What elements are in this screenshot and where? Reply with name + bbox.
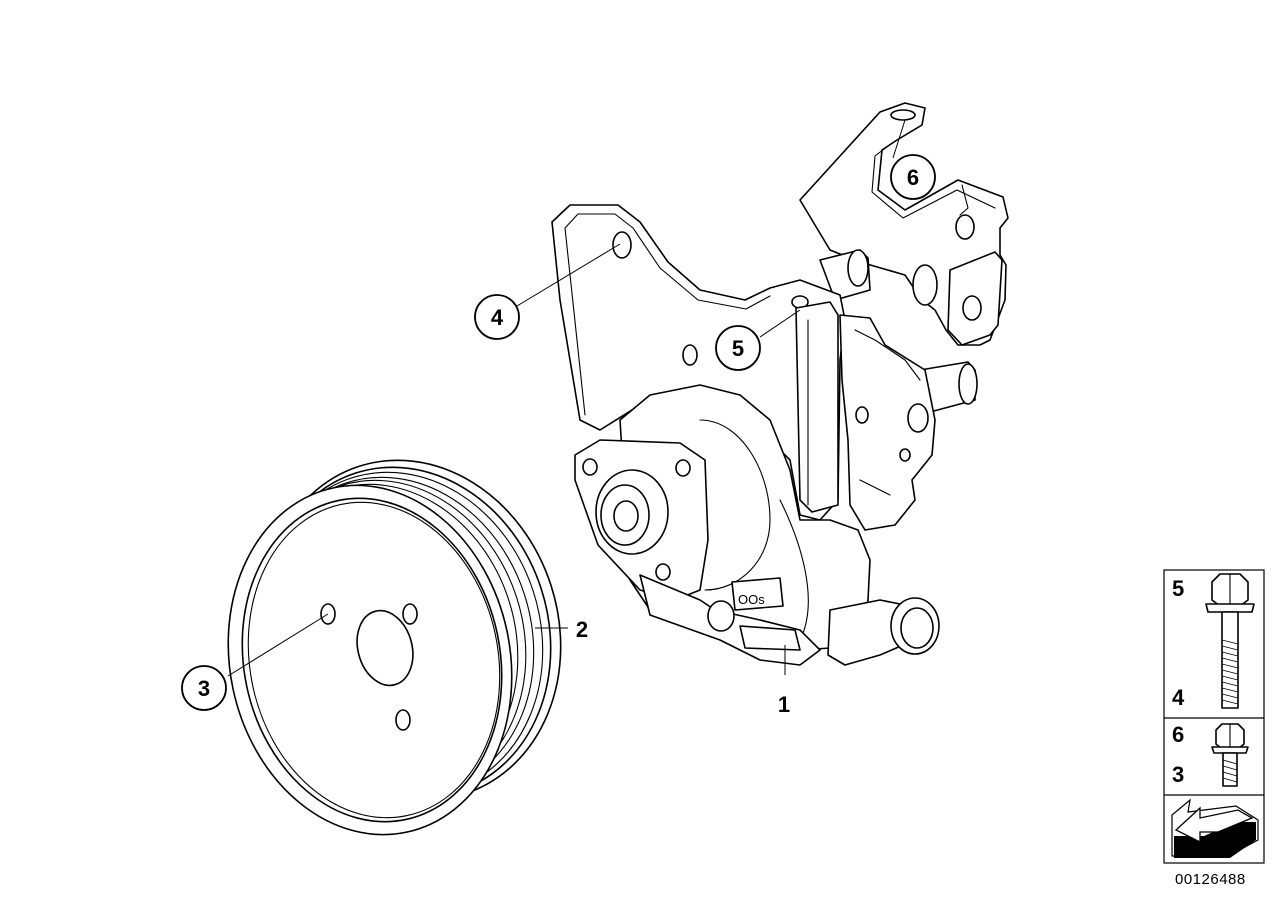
document-number: 00126488 [1175,871,1246,888]
callout-6: 6 [890,154,936,200]
long-bolt-icon [1205,573,1255,709]
svg-text:6: 6 [907,165,919,190]
legend-row1-top: 5 [1172,576,1184,601]
fastener-legend: 5 4 6 3 [1163,569,1265,864]
callout-2: 2 [576,617,588,642]
callout-3: 3 [181,665,227,711]
leader-lines [227,119,906,677]
svg-text:5: 5 [732,336,744,361]
callout-1: 1 [778,692,790,717]
legend-row2-bottom: 3 [1172,762,1184,787]
pump-plate-text: OOs [738,592,765,607]
legend-row1-bottom: 4 [1172,685,1185,710]
svg-text:1: 1 [778,692,790,717]
pump-bracket-drawing: OOs [551,102,1009,666]
pulley-drawing [227,459,562,836]
arrow-symbol-icon [1171,798,1259,858]
svg-text:3: 3 [198,676,210,701]
legend-row2-top: 6 [1172,722,1184,747]
svg-text:2: 2 [576,617,588,642]
short-bolt-icon [1211,723,1249,787]
callout-4: 4 [474,294,520,340]
callout-5: 5 [715,325,761,371]
svg-text:4: 4 [491,305,504,330]
